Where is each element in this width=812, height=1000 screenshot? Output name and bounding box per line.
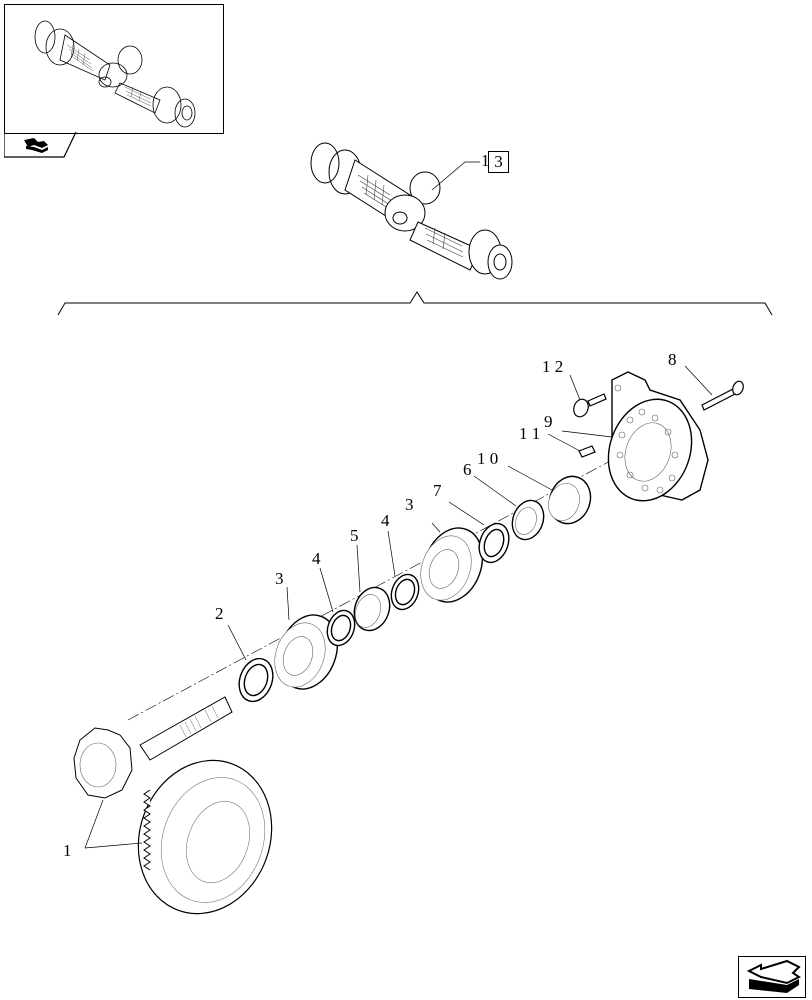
group-bracket: [57, 291, 773, 316]
part-3-bearing-right: [420, 527, 484, 603]
part-6-nut: [511, 499, 545, 541]
part-3-bearing-left: [274, 614, 339, 690]
callout-5[interactable]: 5: [350, 526, 359, 545]
callout-11[interactable]: 1 1: [519, 424, 541, 443]
part-12-bolt: [573, 393, 607, 418]
arrow-back-icon: [746, 959, 801, 993]
thumbnail-overview[interactable]: [4, 4, 224, 134]
thumbnail-tab[interactable]: [4, 132, 82, 158]
part-5-spacer: [353, 586, 391, 632]
callout-7[interactable]: 7: [433, 481, 442, 500]
axle-assembly-drawing: [310, 142, 513, 280]
callout-4-left[interactable]: 4: [312, 549, 321, 568]
part-9-housing: [607, 371, 709, 502]
axle-thumbnail-icon: [34, 20, 196, 128]
callout-3-left[interactable]: 3: [275, 569, 284, 588]
callout-12[interactable]: 1 2: [542, 357, 564, 376]
part-1-ring-gear: [137, 759, 273, 915]
callout-10[interactable]: 1 0: [477, 449, 499, 468]
part-2-washer: [238, 657, 274, 703]
part-1-pinion-shaft: [73, 696, 233, 799]
callout-8[interactable]: 8: [668, 350, 677, 369]
callout-1[interactable]: 1: [63, 841, 72, 860]
part-10-seal: [548, 475, 592, 525]
callout-9[interactable]: 9: [544, 412, 553, 431]
part-7-shim: [478, 522, 510, 564]
part-4-ring-left: [326, 609, 356, 647]
leader-lines: [84, 365, 713, 849]
parts-catalog-icon: [24, 138, 48, 153]
callout-2[interactable]: 2: [215, 604, 224, 623]
part-11-pin: [578, 445, 596, 458]
navigation-button[interactable]: [738, 956, 806, 998]
part-4-ring-right: [390, 573, 420, 611]
callout-6[interactable]: 6: [463, 460, 472, 479]
reference-link[interactable]: 3: [488, 151, 509, 173]
callout-3-right[interactable]: 3: [405, 495, 414, 514]
part-8-bolt: [701, 380, 744, 411]
reference-prefix: 1: [481, 151, 490, 170]
callout-4-right[interactable]: 4: [381, 511, 390, 530]
